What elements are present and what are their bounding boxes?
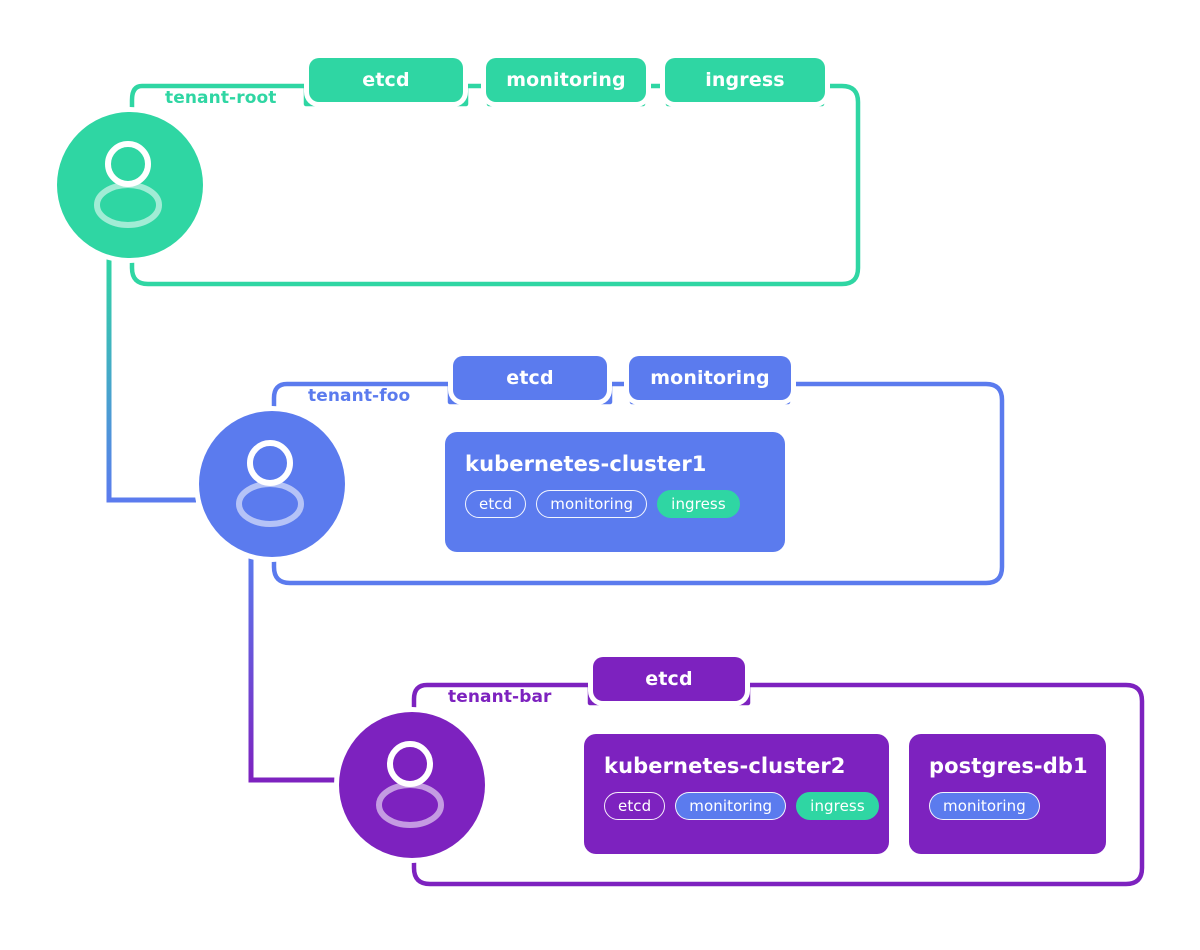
resource-chip-row: monitoring [929, 792, 1086, 820]
chip-monitoring[interactable]: monitoring [675, 792, 787, 820]
tenant-bar-label: tenant-bar [448, 687, 552, 707]
tenant-root-tag-monitoring[interactable]: monitoring [486, 58, 646, 102]
resource-card-kubernetes-cluster1[interactable]: kubernetes-cluster1 etcd monitoring ingr… [445, 432, 785, 552]
chip-etcd[interactable]: etcd [465, 490, 527, 518]
tenant-root-container-border [129, 83, 861, 287]
resource-card-title: kubernetes-cluster1 [465, 452, 707, 476]
chip-ingress[interactable]: ingress [657, 490, 740, 518]
chip-monitoring[interactable]: monitoring [536, 490, 648, 518]
tenant-root-label: tenant-root [165, 88, 277, 108]
chip-monitoring[interactable]: monitoring [929, 792, 1040, 820]
chip-ingress[interactable]: ingress [796, 792, 879, 820]
connector-foo-to-bar [248, 555, 338, 783]
tenant-bar-avatar-body-icon [376, 782, 444, 828]
resource-card-title: postgres-db1 [929, 754, 1088, 778]
chip-etcd[interactable]: etcd [604, 792, 666, 820]
tenant-foo-tag-monitoring[interactable]: monitoring [629, 356, 791, 400]
resource-chip-row: etcd monitoring ingress [465, 490, 765, 518]
resource-chip-row: etcd monitoring ingress [604, 792, 879, 820]
connector-root-to-foo [106, 255, 196, 503]
tenant-root-tag-etcd[interactable]: etcd [309, 58, 463, 102]
resource-card-title: kubernetes-cluster2 [604, 754, 846, 778]
tenant-root-tag-ingress[interactable]: ingress [665, 58, 825, 102]
resource-card-kubernetes-cluster2[interactable]: kubernetes-cluster2 etcd monitoring ingr… [584, 734, 889, 854]
resource-card-postgres-db1[interactable]: postgres-db1 monitoring [909, 734, 1106, 854]
tenant-foo-avatar-body-icon [236, 481, 304, 527]
tenant-bar-tag-etcd[interactable]: etcd [593, 657, 745, 701]
tenant-root-avatar-body-icon [94, 182, 162, 228]
tenant-foo-tag-etcd[interactable]: etcd [453, 356, 607, 400]
tenant-foo-label: tenant-foo [308, 386, 411, 406]
